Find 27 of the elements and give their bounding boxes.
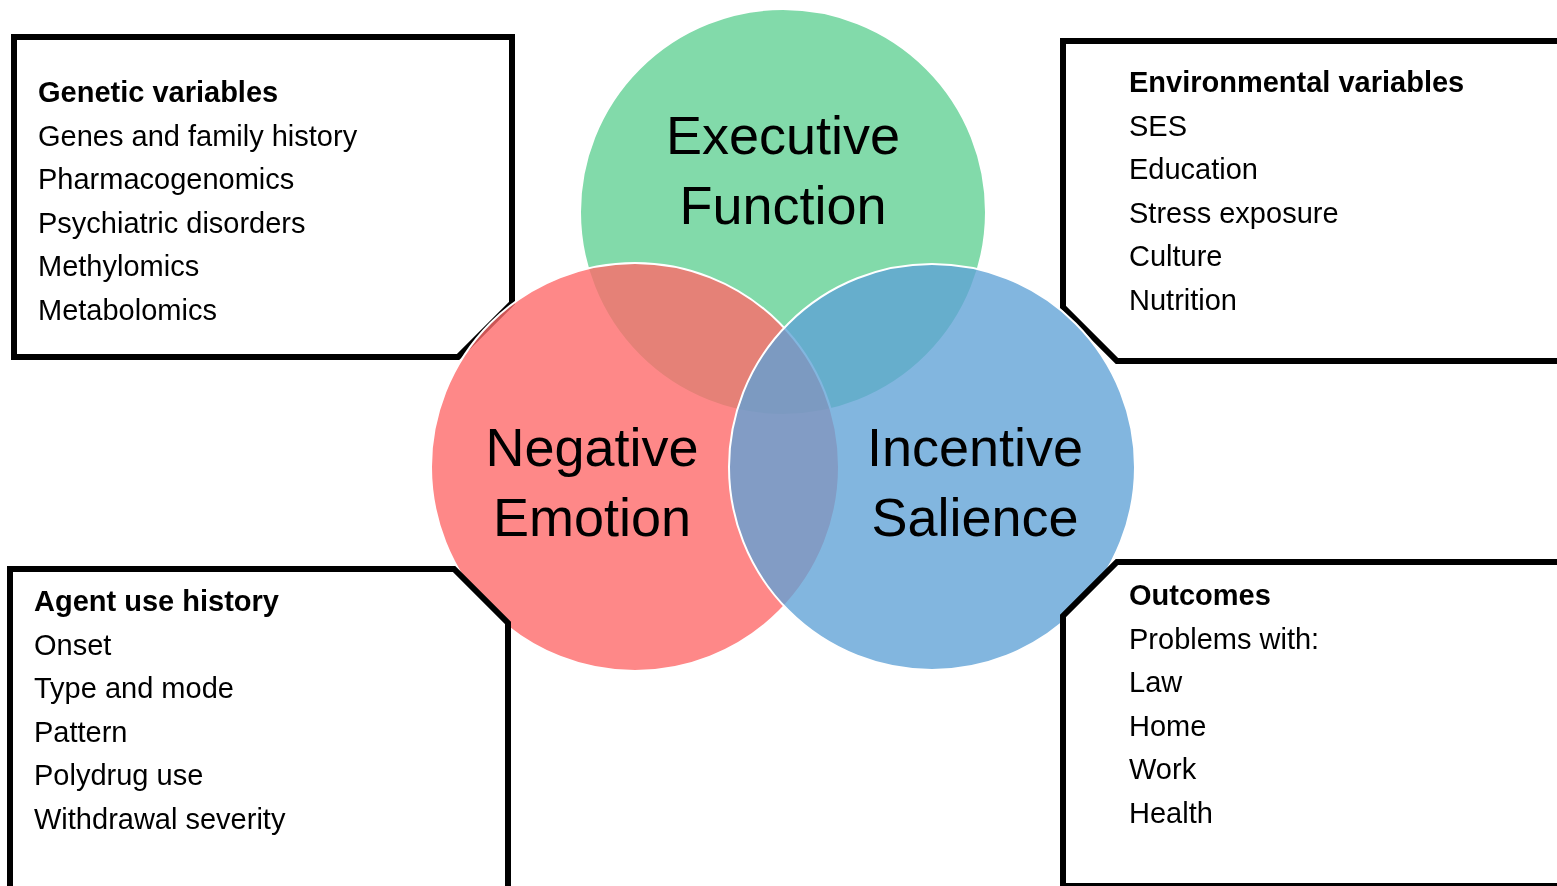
list-item: Problems with: xyxy=(1129,621,1320,657)
list-item: Withdrawal severity xyxy=(34,801,286,837)
list-item: Onset xyxy=(34,627,112,663)
list-item: Type and mode xyxy=(34,671,234,706)
circle-label: Incentive Salience xyxy=(865,416,1085,549)
list-item: Nutrition xyxy=(1129,282,1237,318)
panel-heading: Outcomes xyxy=(1129,578,1271,613)
list-item: Genes and family history xyxy=(38,118,358,154)
list-item: Metabolomics xyxy=(38,292,217,328)
panel-heading: Genetic variables xyxy=(38,75,279,110)
panel-heading: Agent use history xyxy=(34,584,279,619)
list-item: Stress exposure xyxy=(1129,195,1339,231)
list-item: Work xyxy=(1129,752,1197,787)
list-item: Pharmacogenomics xyxy=(38,162,295,197)
list-item: Polydrug use xyxy=(34,758,204,793)
list-item: Methylomics xyxy=(38,249,200,284)
list-item: Pattern xyxy=(34,714,128,750)
panel-heading: Environmental variables xyxy=(1129,65,1465,100)
list-item: Culture xyxy=(1129,239,1223,274)
circle-label: Negative Emotion xyxy=(484,416,700,549)
list-item: SES xyxy=(1129,108,1188,144)
list-item: Psychiatric disorders xyxy=(38,205,306,241)
list-item: Home xyxy=(1129,708,1207,744)
circle-label: Executive Function xyxy=(664,104,902,237)
list-item: Law xyxy=(1129,665,1183,700)
list-item: Education xyxy=(1129,152,1258,187)
list-item: Health xyxy=(1129,795,1213,831)
